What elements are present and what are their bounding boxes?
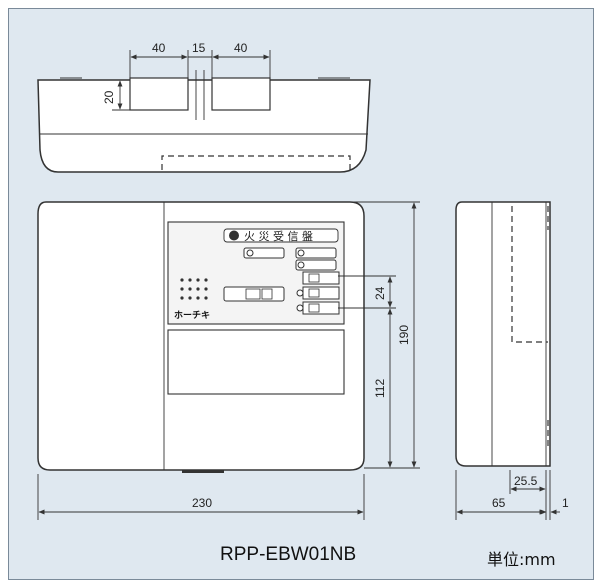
panel-title: 火 災 受 信 盤 — [244, 230, 313, 243]
panel-button-1 — [302, 271, 340, 285]
unit-label: 単位:mm — [487, 550, 556, 569]
dim-top-gap-right: 40 — [234, 41, 248, 55]
dim-top-gap-mid: 15 — [192, 41, 206, 55]
brand-mark: ホーチキ — [174, 310, 210, 321]
panel-button-2 — [302, 286, 340, 300]
dim-front-button-pitch: 24 — [373, 286, 387, 300]
side-view: 25.5 65 1 — [455, 201, 569, 520]
dim-top-depth: 20 — [102, 90, 116, 104]
panel-title-plate — [223, 228, 339, 243]
dim-front-height: 190 — [397, 325, 411, 345]
panel-button-3 — [302, 301, 340, 315]
speaker-grille — [180, 278, 208, 300]
model-number: RPP-EBW01NB — [220, 544, 357, 565]
front-view: 火 災 受 信 盤 — [37, 201, 420, 520]
dim-front-width: 230 — [192, 496, 212, 510]
dim-front-lower: 112 — [373, 379, 387, 398]
dim-side-inner: 25.5 — [514, 474, 538, 488]
lower-window — [167, 329, 345, 395]
flame-logo-icon — [229, 230, 239, 241]
dim-side-depth: 65 — [492, 496, 506, 510]
dim-top-gap-left: 40 — [152, 41, 166, 55]
top-view: 40 15 40 20 — [37, 41, 371, 173]
dim-side-lip: 1 — [562, 496, 569, 510]
